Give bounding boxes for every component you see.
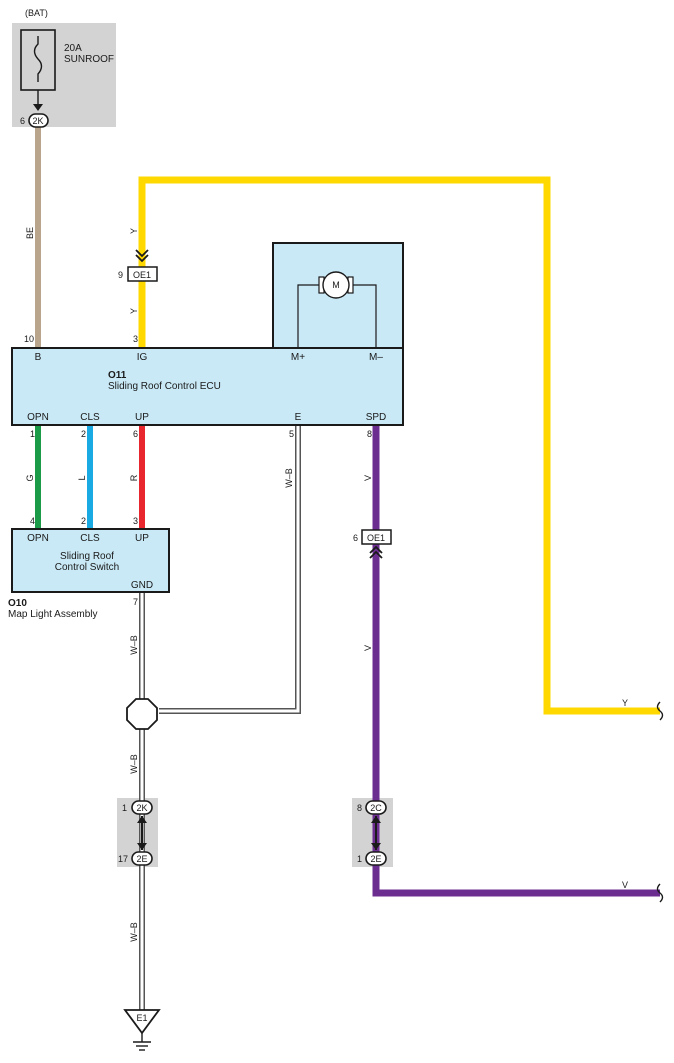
oe1-mid-label: OE1 [367, 533, 385, 543]
ecu-terminal-opn: OPN [27, 412, 49, 423]
ecu-terminal-m-minus: M– [369, 352, 383, 363]
ecu-id: O11 [108, 370, 127, 381]
wire-wb-upper-label: W–B [129, 635, 139, 655]
wire-y-break-icon [656, 701, 664, 721]
ecu-terminal-b: B [35, 352, 42, 363]
ecu-terminal-e: E [295, 412, 302, 423]
switch-terminal-gnd: GND [131, 580, 153, 591]
ground-triangle-icon [123, 1009, 161, 1035]
fuse-arrow-icon [33, 104, 43, 111]
ecu-name: Sliding Roof Control ECU [108, 381, 221, 392]
motor-wire-plus [297, 284, 320, 348]
wire-g-label: G [25, 474, 35, 481]
right-joint-bottom-pin: 1 [357, 854, 362, 864]
fuse-box-background [12, 23, 116, 127]
wire-v-right-label: V [622, 880, 628, 890]
right-joint-bottom-badge [365, 851, 387, 866]
left-joint-top-badge [131, 800, 153, 815]
right-joint-top-badge [365, 800, 387, 815]
left-joint-bottom-connector: 2E [136, 854, 147, 864]
wire-wb-ecu-label: W–B [284, 468, 294, 488]
wire-be-label: BE [25, 227, 35, 239]
ecu-terminal-ig: IG [137, 352, 148, 363]
ground-label: E1 [136, 1013, 147, 1023]
wire-y-top-label: Y [129, 228, 139, 234]
left-joint-top-pin: 1 [122, 803, 127, 813]
switch-pin-cls: 2 [81, 516, 86, 526]
wire-wb-lower-label: W–B [129, 922, 139, 942]
right-joint-top-connector: 2C [370, 803, 382, 813]
switch-terminal-up: UP [135, 533, 149, 544]
left-joint-bottom-badge [131, 851, 153, 866]
right-joint-bottom-connector: 2E [370, 854, 381, 864]
ecu-pin-up: 6 [133, 429, 138, 439]
left-joint-top-connector: 2K [136, 803, 147, 813]
oe1-mid-connector [361, 529, 392, 545]
oe1-top-connector [127, 266, 158, 282]
fuse-pin-label: 6 [20, 116, 25, 126]
wire-wb-ecu [159, 425, 301, 714]
right-joint-arrow-down-icon [371, 843, 381, 850]
ecu-pin-b: 10 [24, 334, 34, 344]
left-joint-arrow-down-icon [137, 843, 147, 850]
switch-id: O10 [8, 598, 27, 609]
left-joint-arrow-up-icon [137, 816, 147, 823]
ecu-terminal-spd: SPD [366, 412, 387, 423]
fuse-amp-label: 20A [64, 43, 82, 54]
left-joint-bottom-pin: 17 [118, 854, 128, 864]
ecu-pin-e: 5 [289, 429, 294, 439]
fuse-connector-badge [28, 113, 49, 128]
wire-y-mid-label: Y [129, 308, 139, 314]
right-joint-arrow-up-icon [371, 816, 381, 823]
switch-pin-opn: 4 [30, 516, 35, 526]
switch-pin-gnd: 7 [133, 597, 138, 607]
switch-terminal-cls: CLS [80, 533, 100, 544]
wire-v-break-icon [656, 883, 664, 903]
wire-y-right-label: Y [622, 698, 628, 708]
splice-point-icon [126, 698, 158, 730]
ecu-terminal-m-plus: M+ [291, 352, 305, 363]
wire-wb-ecu-core [159, 425, 300, 713]
wire-wb-mid-label: W–B [129, 754, 139, 774]
motor-icon [322, 271, 350, 299]
fuse-connector-label: 2K [32, 116, 43, 126]
motor-symbol-label: M [332, 280, 340, 290]
oe1-top-pin: 9 [118, 270, 123, 280]
wire-l-label: L [77, 475, 87, 480]
motor-wire-minus [352, 284, 377, 348]
right-joint-top-pin: 8 [357, 803, 362, 813]
oe1-top-chevron-icon [135, 249, 149, 263]
ecu-terminal-up: UP [135, 412, 149, 423]
oe1-top-label: OE1 [133, 270, 151, 280]
switch-terminal-opn: OPN [27, 533, 49, 544]
wire-r-label: R [129, 474, 139, 481]
fuse-name-label: SUNROOF [64, 54, 114, 65]
ecu-pin-opn: 1 [30, 429, 35, 439]
ecu-pin-cls: 2 [81, 429, 86, 439]
switch-name-line1: Sliding Roof [60, 551, 114, 562]
power-source-label: (BAT) [25, 8, 48, 18]
fuse-icon [33, 36, 43, 82]
switch-block [11, 528, 170, 593]
wire-v [372, 425, 660, 897]
switch-assembly-name: Map Light Assembly [8, 609, 98, 620]
wire-v-upper-label: V [363, 475, 373, 481]
oe1-mid-chevron-icon [369, 545, 383, 559]
ecu-terminal-cls: CLS [80, 412, 100, 423]
switch-name-line2: Control Switch [55, 562, 119, 573]
wire-v-mid-label: V [363, 645, 373, 651]
ecu-block [11, 347, 404, 426]
ecu-pin-spd: 8 [367, 429, 372, 439]
wire-y [138, 176, 660, 715]
ecu-pin-ig: 3 [133, 334, 138, 344]
switch-pin-up: 3 [133, 516, 138, 526]
oe1-mid-pin: 6 [353, 533, 358, 543]
